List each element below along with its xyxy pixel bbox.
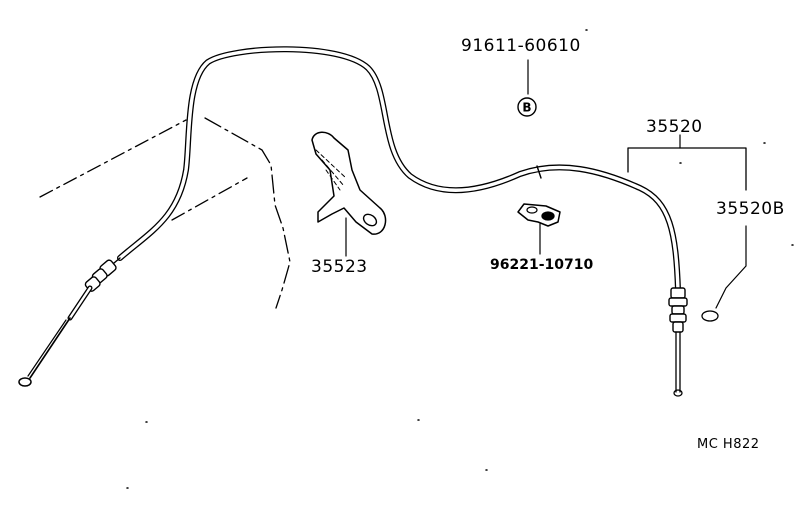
release-cable	[117, 46, 681, 293]
print-dots	[126, 29, 794, 489]
part-label-clamp: 96221-10710	[490, 257, 594, 273]
marker-letter: B	[522, 101, 531, 115]
part-label-cable-assembly: 35520	[646, 117, 703, 137]
cable-end-left	[18, 257, 121, 387]
part-label-cable-sub: 35520B	[716, 199, 785, 219]
cable-assembly-leader	[627, 134, 747, 322]
body-outline	[39, 117, 291, 309]
lever-bracket-35523	[311, 131, 387, 257]
clamp-96221	[517, 203, 561, 255]
cable-end-right	[668, 287, 688, 397]
figure-code: MC H822	[697, 437, 760, 452]
part-label-bolt: 91611-60610	[461, 36, 581, 56]
bolt-leader	[517, 59, 537, 117]
part-label-lever-bracket: 35523	[311, 257, 368, 277]
